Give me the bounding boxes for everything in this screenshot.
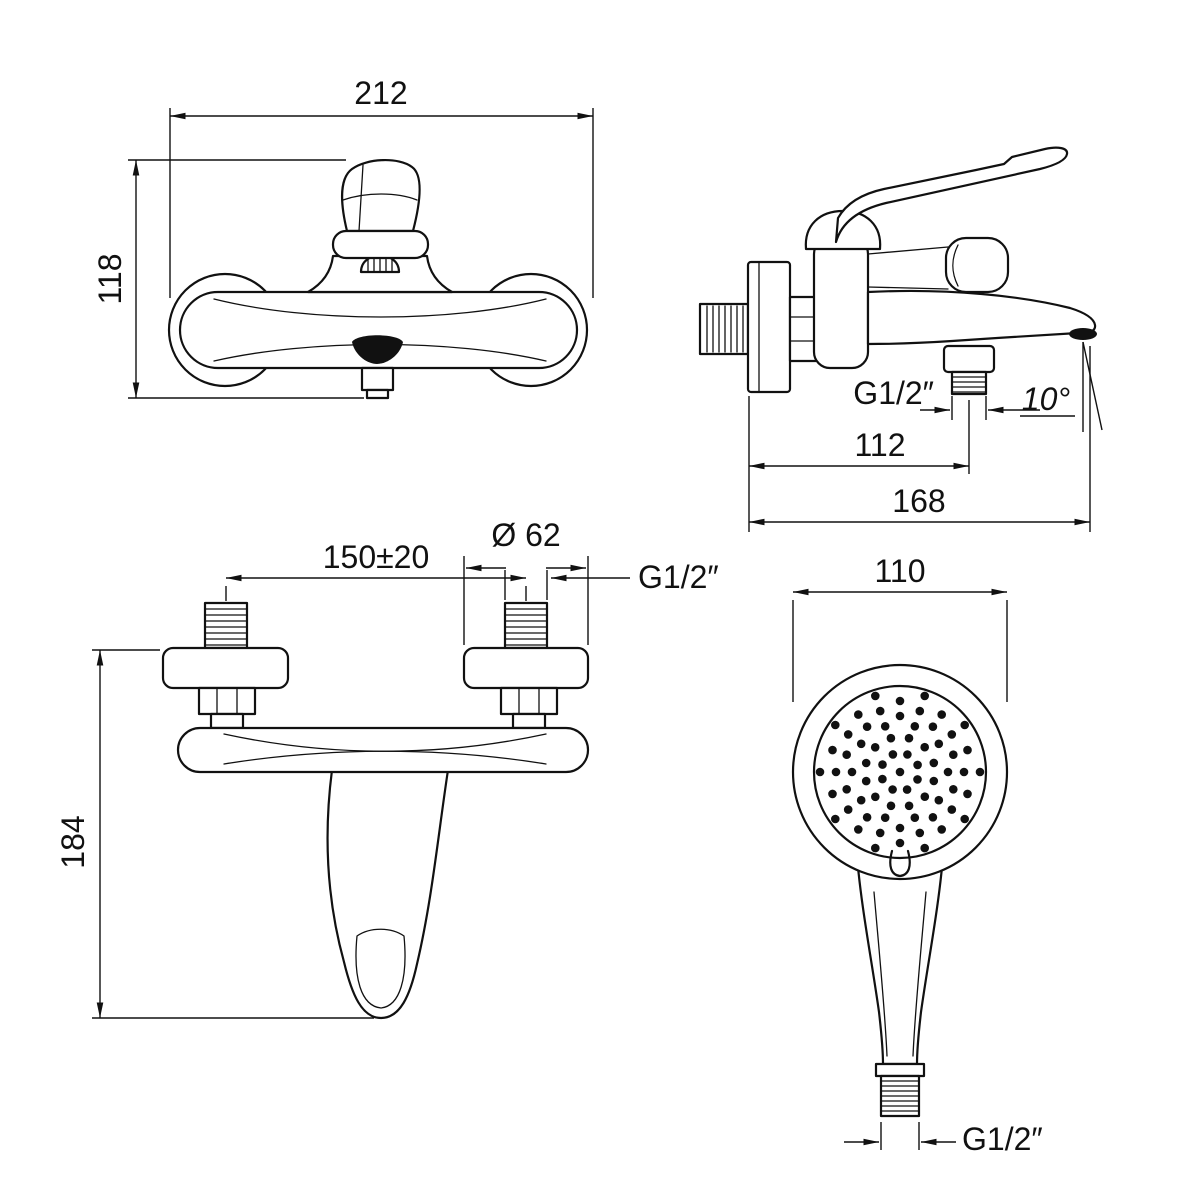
dim-outlet-thread: G1/2″ [853,375,1040,420]
shower-handle [855,854,945,1066]
spout-outlet [1069,328,1097,340]
mixer-side-outline [698,146,1097,396]
shower-outlet [360,366,395,392]
down-handle [326,768,450,1020]
wall-nipple [698,302,750,356]
side-view: G1/2″ 112 168 10° [698,146,1103,532]
dim-label-escutcheon-diameter: Ø 62 [491,517,560,553]
hand-shower-view: 110 G1/2″ [791,553,1043,1157]
wall-flange [746,260,792,394]
body-column [812,236,870,370]
dim-head-diameter: 110 [792,553,1008,702]
spout [866,289,1097,346]
handle-skirt [306,254,454,294]
dim-label-connector-thread: G1/2″ [962,1121,1043,1157]
right-escutcheon-plate [462,646,590,690]
spray-nozzle-dots [815,691,985,853]
right-inlet-pipe [503,601,549,650]
hanging-hook [889,849,911,878]
dim-label-head-diameter: 110 [874,553,925,589]
dim-label-wall-to-spout: 168 [892,483,945,519]
handle-dome [331,229,430,260]
dim-label-center-distance: 150±20 [323,539,430,575]
dim-overall-height: 184 [55,649,374,1019]
front-view: 212 118 [92,75,594,400]
hand-shower-outline [791,663,1009,1118]
dim-inlet-thread: G1/2″ [504,559,719,600]
dim-label-inlet-thread: G1/2″ [638,559,719,595]
right-hex-nut [499,686,559,716]
handle-head [341,158,421,233]
mixer-body [176,726,590,774]
dim-label-overall-height: 184 [55,815,91,868]
dim-height: 118 [92,159,364,399]
lever [834,146,1069,244]
dim-label-wall-to-outlet: 112 [854,427,905,463]
dim-label-outlet-thread: G1/2″ [853,375,934,411]
dim-connector-thread: G1/2″ [844,1121,1043,1157]
mixer-installation-outline [161,601,590,1020]
shower-head-face [812,684,988,860]
dim-width: 212 [169,75,594,298]
left-escutcheon-plate [161,646,290,690]
handshower-outlet [942,344,996,374]
dim-center-distance: 150±20 [225,539,527,601]
mixer-front-outline [167,158,589,400]
dim-label-width: 212 [354,75,407,111]
handshower-thread [950,370,988,396]
diverter-knob [352,335,403,364]
union-nut [788,295,818,363]
connector-collar [874,1062,926,1078]
installation-view: 150±20 Ø 62 G1/2″ 184 [55,517,719,1020]
dim-label-spout-angle: 10° [1022,381,1071,417]
dim-spout-angle: 10° [1020,341,1103,432]
diverter-pull-knob [944,236,1010,294]
dim-wall-to-outlet: 112 [748,396,970,532]
dim-escutcheon-diameter: Ø 62 [463,517,589,645]
left-inlet-pipe [203,601,249,650]
dim-wall-to-spout: 168 [749,346,1091,532]
left-hex-nut [197,686,257,716]
dim-label-height: 118 [92,253,128,304]
